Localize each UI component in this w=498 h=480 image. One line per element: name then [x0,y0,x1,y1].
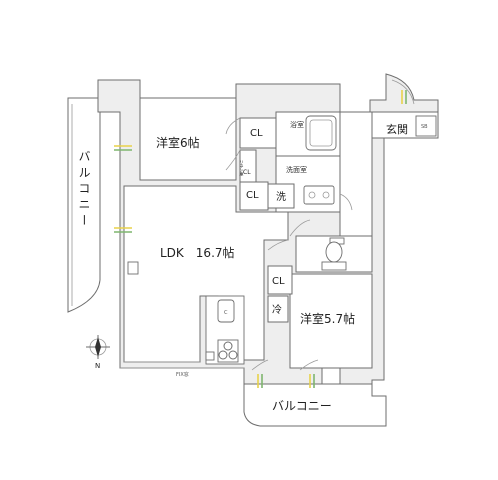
wash-basin [303,185,335,205]
fix-window-label: FIX窓 [176,371,189,378]
stove [217,339,239,363]
room-label-entrance: 玄関 [386,122,408,136]
fridge-label: 冷 [272,303,282,316]
room-western-57 [289,273,373,369]
entrance-hall [339,111,373,241]
compass [86,335,110,359]
shoe-box [415,115,437,137]
closet-2 [239,181,269,211]
compass-north-label: N [95,362,100,370]
washer-label: 洗 [276,191,286,203]
west-balcony [67,97,101,313]
bathtub [305,115,337,151]
closet-label-1: CL [250,128,263,139]
south-balcony [243,383,387,427]
room-label-ldk: LDK 16.7帖 [160,245,235,260]
washer-space [267,183,295,209]
room-western-6 [139,97,237,181]
balcony-label-south: バルコニー [272,399,332,413]
closet-label-3: CL [272,276,285,287]
closet-1 [239,117,277,149]
room-label-bath: 浴室 [290,120,304,129]
room-label-western-57: 洋室5.7帖 [300,311,355,326]
closet-label-4: CL [243,169,251,176]
kitchen-sink [217,299,235,323]
shoe-box-label: SB [421,124,428,130]
closet-3 [267,265,293,295]
kitchen-small-box [205,351,215,361]
linen-closet-label: リネン庫 [240,160,245,177]
fridge-space [267,295,289,323]
toilet-bowl [325,241,343,263]
balcony-label-west: バルコニー [77,150,91,230]
svg-text:C: C [224,310,228,316]
room-label-western-6: 洋室6帖 [156,135,200,150]
closet-label-2: CL [246,190,259,201]
room-label-wash: 洗面室 [286,165,307,174]
